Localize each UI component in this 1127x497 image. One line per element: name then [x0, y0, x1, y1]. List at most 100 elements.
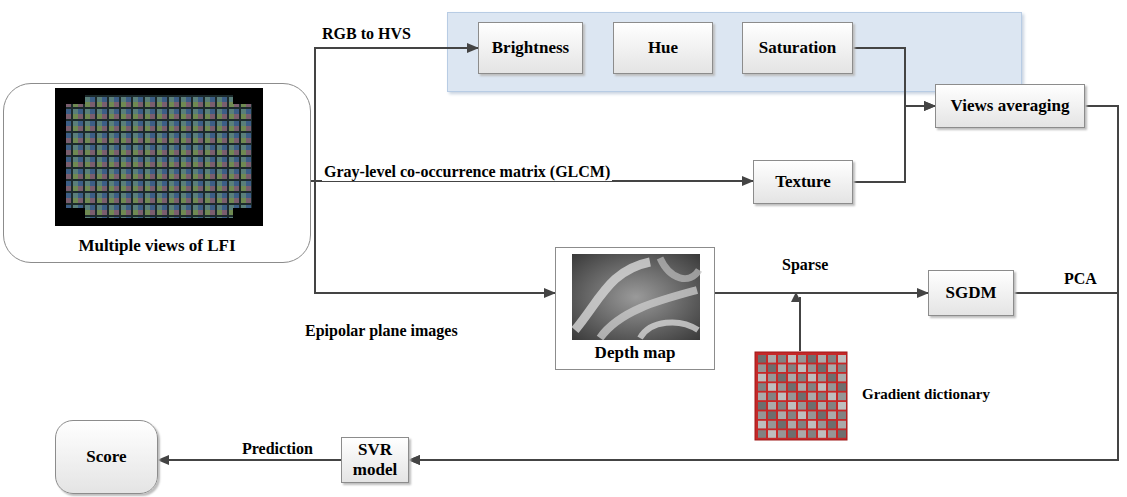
dictionary-atom [758, 355, 766, 363]
node-text: Views averaging [951, 96, 1070, 116]
dictionary-atom [808, 355, 816, 363]
dictionary-atom [828, 355, 836, 363]
dictionary-atom [798, 364, 806, 372]
dictionary-atom [808, 374, 816, 382]
dictionary-atom [768, 402, 776, 410]
connector-arrow [311, 48, 478, 181]
dictionary-atom [808, 383, 816, 391]
dictionary-atom [828, 364, 836, 372]
dictionary-atom [818, 355, 826, 363]
dictionary-atom [818, 421, 826, 429]
dictionary-atom [798, 411, 806, 419]
dictionary-atom [838, 374, 846, 382]
edge-label: Epipolar plane images [303, 322, 460, 340]
dictionary-atom [828, 374, 836, 382]
node-text: Texture [775, 172, 831, 192]
input-images-box: Multiple views of LFI [3, 83, 311, 263]
connector-arrow [853, 106, 935, 182]
dictionary-atom [788, 374, 796, 382]
dictionary-atom [818, 364, 826, 372]
process-box: Hue [613, 22, 713, 74]
dictionary-atom [778, 402, 786, 410]
dictionary-atom [778, 364, 786, 372]
dictionary-atom [838, 430, 846, 438]
dictionary-atom [808, 364, 816, 372]
dictionary-atom [778, 430, 786, 438]
dictionary-atom [788, 430, 796, 438]
dictionary-atom [758, 402, 766, 410]
dictionary-atom [768, 393, 776, 401]
dictionary-atom [768, 374, 776, 382]
edge-label: RGB to HVS [320, 25, 413, 43]
dictionary-atom [758, 430, 766, 438]
dictionary-atom [798, 374, 806, 382]
edge-label: Sparse [780, 256, 830, 274]
dictionary-atom [778, 411, 786, 419]
dictionary-atom [758, 383, 766, 391]
depth-map-image [572, 254, 700, 340]
dictionary-atom [838, 393, 846, 401]
dictionary-atom [818, 393, 826, 401]
dictionary-atom [808, 402, 816, 410]
dictionary-atom [758, 374, 766, 382]
node-text: Hue [648, 38, 678, 58]
dictionary-atom [798, 430, 806, 438]
dictionary-atom [758, 364, 766, 372]
dictionary-atom [818, 430, 826, 438]
dictionary-atom [838, 421, 846, 429]
dictionary-atom [798, 402, 806, 410]
dictionary-atom [828, 430, 836, 438]
edge-label: Gray-level co-occurrence matrix (GLCM) [322, 163, 612, 181]
process-box: SGDM [928, 270, 1014, 316]
connector-arrow [409, 293, 1118, 460]
dictionary-atom [808, 411, 816, 419]
dictionary-atom [818, 383, 826, 391]
dictionary-atom [788, 411, 796, 419]
dictionary-atom [788, 393, 796, 401]
dictionary-atom [828, 421, 836, 429]
node-text: Depth map [595, 343, 676, 363]
dictionary-atom [768, 411, 776, 419]
dictionary-atom [768, 355, 776, 363]
gradient-dictionary-image [755, 352, 847, 440]
node-text: Score [86, 447, 126, 467]
process-box: SVR model [341, 437, 409, 483]
node-text: Brightness [492, 38, 569, 58]
process-box: Saturation [742, 22, 853, 74]
dictionary-atom [798, 393, 806, 401]
dictionary-atom [768, 364, 776, 372]
dictionary-atom [808, 430, 816, 438]
dictionary-atom [758, 421, 766, 429]
dictionary-atom [778, 383, 786, 391]
dictionary-atom [778, 355, 786, 363]
edge-label: PCA [1062, 270, 1099, 288]
dictionary-atom [828, 393, 836, 401]
dictionary-atom [788, 421, 796, 429]
dictionary-atom [758, 393, 766, 401]
dictionary-atom [838, 383, 846, 391]
dictionary-atom [838, 402, 846, 410]
dictionary-atom [808, 421, 816, 429]
connector-arrow [409, 106, 1118, 460]
connector-arrow [853, 48, 935, 106]
dictionary-atom [798, 421, 806, 429]
edge-label: Prediction [240, 440, 315, 458]
dictionary-atom [768, 430, 776, 438]
dictionary-atom [778, 421, 786, 429]
dictionary-atom [788, 383, 796, 391]
connector-arrow [715, 292, 928, 294]
dictionary-atom [778, 374, 786, 382]
dictionary-atom [818, 374, 826, 382]
dictionary-atom [818, 402, 826, 410]
dictionary-atom [768, 383, 776, 391]
process-box: Views averaging [935, 84, 1085, 128]
dictionary-atom [838, 355, 846, 363]
node-text: Multiple views of LFI [78, 236, 235, 256]
lfi-mosaic [55, 88, 263, 226]
dictionary-atom [768, 421, 776, 429]
dictionary-atom [778, 393, 786, 401]
node-text: SVR model [348, 440, 402, 479]
connector-arrow [311, 181, 555, 293]
process-box: Brightness [478, 22, 583, 74]
node-text: Saturation [759, 38, 836, 58]
